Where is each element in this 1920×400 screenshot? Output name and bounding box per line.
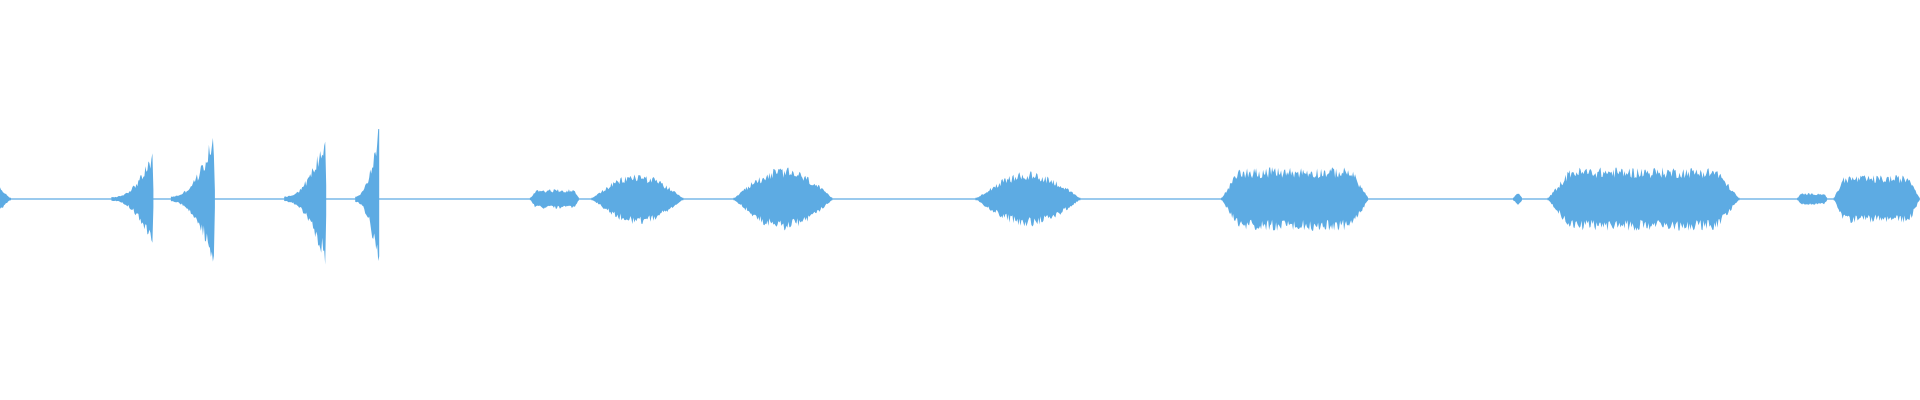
waveform-segment-10: [1221, 167, 1369, 231]
waveform-segment-1: [0, 187, 11, 209]
waveform-segment-14: [1833, 175, 1920, 223]
waveform-segment-5: [355, 129, 380, 261]
waveform-segment-3: [170, 137, 215, 262]
waveform-segment-13: [1797, 193, 1828, 205]
waveform-segment-4: [284, 141, 327, 265]
waveform-segment-8: [733, 167, 833, 231]
waveform-segment-12: [1547, 167, 1740, 231]
waveform-segment-6: [529, 189, 579, 209]
waveform-segment-2: [111, 153, 154, 243]
waveform-segment-11: [1513, 193, 1522, 205]
waveform-segment-9: [975, 171, 1081, 227]
waveform-segment-7: [591, 174, 684, 224]
